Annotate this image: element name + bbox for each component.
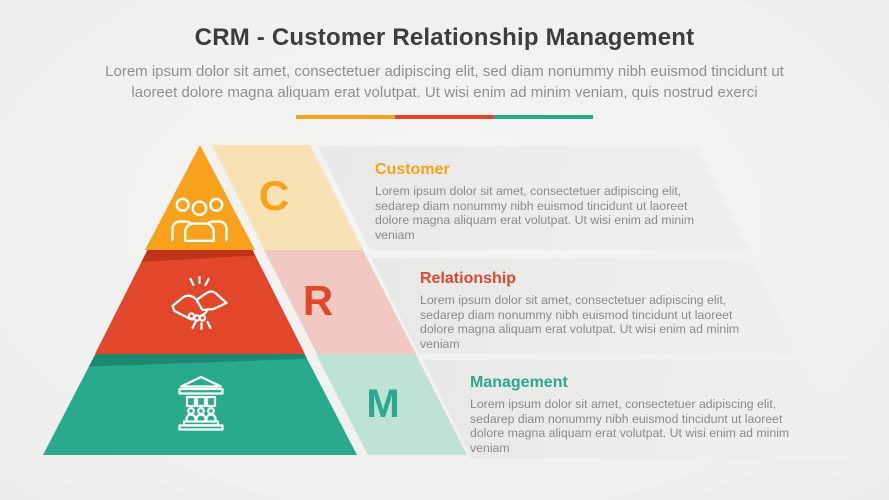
page-title: CRM - Customer Relationship Management	[194, 24, 695, 51]
content-card-management: Management Lorem ipsum dolor sit amet, c…	[423, 360, 851, 458]
card-title-relationship: Relationship	[420, 270, 517, 287]
divider-segment-orange	[296, 115, 395, 119]
bank-building-icon	[175, 375, 227, 431]
subtitle-line-1: Lorem ipsum dolor sit amet, consectetuer…	[105, 63, 784, 80]
pyramid-level-management	[43, 354, 357, 455]
people-group-icon	[171, 195, 228, 242]
accent-divider	[0, 115, 889, 119]
page-subtitle: Lorem ipsum dolor sit amet, consectetuer…	[0, 61, 889, 103]
card-body-management: Lorem ipsum dolor sit amet, consectetuer…	[470, 397, 790, 455]
card-body-relationship: Lorem ipsum dolor sit amet, consectetuer…	[420, 293, 740, 351]
card-body-customer: Lorem ipsum dolor sit amet, consectetuer…	[375, 184, 695, 242]
content-card-relationship: Relationship Lorem ipsum dolor sit amet,…	[371, 258, 798, 354]
letter-r: R	[302, 277, 334, 324]
letter-c: C	[258, 172, 290, 219]
subtitle-line-2: laoreet dolore magna aliquam erat volutp…	[131, 84, 758, 101]
divider-segment-red	[395, 115, 494, 119]
pyramid-shadow-wedge	[43, 354, 357, 369]
letter-m: M	[366, 382, 400, 426]
handshake-icon	[169, 276, 230, 332]
divider-segment-teal	[494, 115, 593, 119]
card-title-management: Management	[470, 374, 568, 391]
content-card-customer: Customer Lorem ipsum dolor sit amet, con…	[318, 146, 749, 250]
card-title-customer: Customer	[375, 161, 450, 178]
